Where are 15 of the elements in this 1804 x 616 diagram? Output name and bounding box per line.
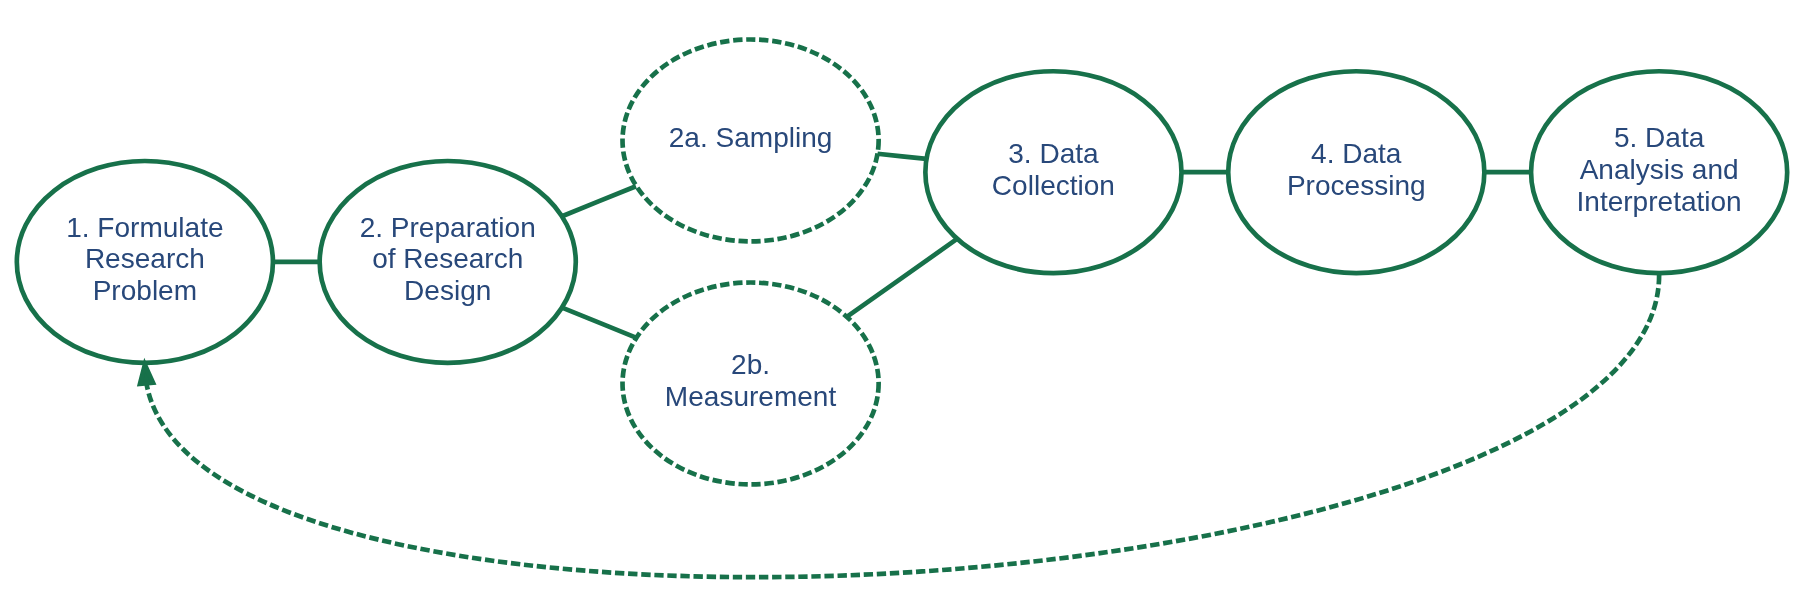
node-ellipse: 4. Data Processing (1225, 68, 1487, 275)
node-ellipse: 2. Preparation of Research Design (317, 158, 579, 365)
node-ellipse: 2b. Measurement (620, 279, 881, 487)
connector (845, 236, 959, 318)
node-ellipse: 2a. Sampling (620, 36, 881, 244)
node-ellipse: 3. Data Collection (923, 68, 1184, 275)
connector (561, 305, 637, 340)
arrow (136, 273, 1662, 579)
connector (1485, 169, 1531, 175)
connector (561, 183, 637, 218)
connector (273, 259, 320, 264)
connector (1182, 169, 1228, 175)
connector (877, 150, 927, 161)
node-ellipse: 1. Formulate Research Problem (14, 158, 276, 365)
node-ellipse: 5. Data Analysis and Interpretation (1528, 68, 1790, 275)
